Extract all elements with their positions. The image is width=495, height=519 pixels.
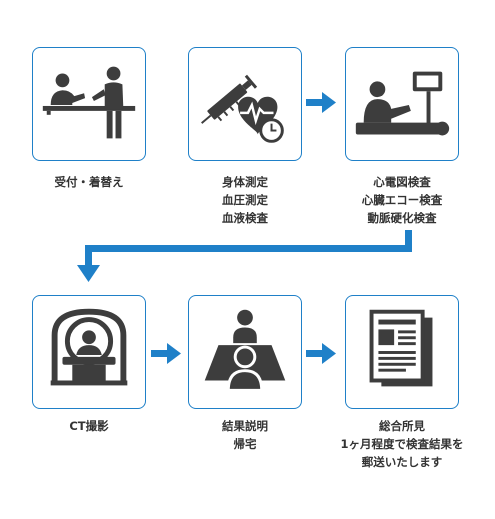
- label-line: 血液検査: [222, 211, 268, 225]
- arrow-step5-to-step6: [306, 343, 336, 364]
- step-ct: [32, 295, 146, 409]
- label-line: 心臓エコー検査: [361, 193, 443, 207]
- step-blood-test-label: 身体測定 血圧測定 血液検査: [170, 173, 320, 227]
- label-line: CT撮影: [69, 419, 109, 433]
- step-ecg-label: 心電図検査 心臓エコー検査 動脈硬化検査: [327, 173, 477, 227]
- arrow-row1-to-row2: [77, 230, 412, 282]
- label-line: 郵送いたします: [361, 455, 443, 469]
- syringe-heart-icon: [201, 74, 284, 143]
- label-line: 心電図検査: [373, 175, 431, 189]
- label-line: 受付・着替え: [54, 175, 124, 189]
- reception-counter-icon: [42, 66, 136, 139]
- label-line: 動脈硬化検査: [367, 211, 437, 225]
- step-reception-label: 受付・着替え: [14, 173, 164, 191]
- arrow-step2-to-step3: [306, 92, 336, 113]
- step-ecg: [345, 47, 459, 161]
- step-consultation-label: 結果説明 帰宅: [170, 417, 320, 453]
- label-line: 総合所見: [379, 419, 425, 433]
- label-line: 血圧測定: [222, 193, 268, 207]
- label-line: 結果説明: [222, 419, 268, 433]
- step-report-label: 総合所見 1ヶ月程度で検査結果を 郵送いたします: [327, 417, 477, 471]
- ecg-examination-icon: [355, 71, 450, 136]
- label-line: 1ヶ月程度で検査結果を: [340, 437, 464, 451]
- doctor-consultation-icon: [204, 309, 286, 392]
- label-line: 身体測定: [222, 175, 268, 189]
- report-document-icon: [369, 309, 433, 387]
- step-consultation: [188, 295, 302, 409]
- arrow-step4-to-step5: [151, 343, 181, 364]
- step-reception: [32, 47, 146, 161]
- step-blood-test: [188, 47, 302, 161]
- step-ct-label: CT撮影: [14, 417, 164, 435]
- step-report: [345, 295, 459, 409]
- ct-scanner-icon: [50, 308, 128, 386]
- label-line: 帰宅: [233, 437, 257, 451]
